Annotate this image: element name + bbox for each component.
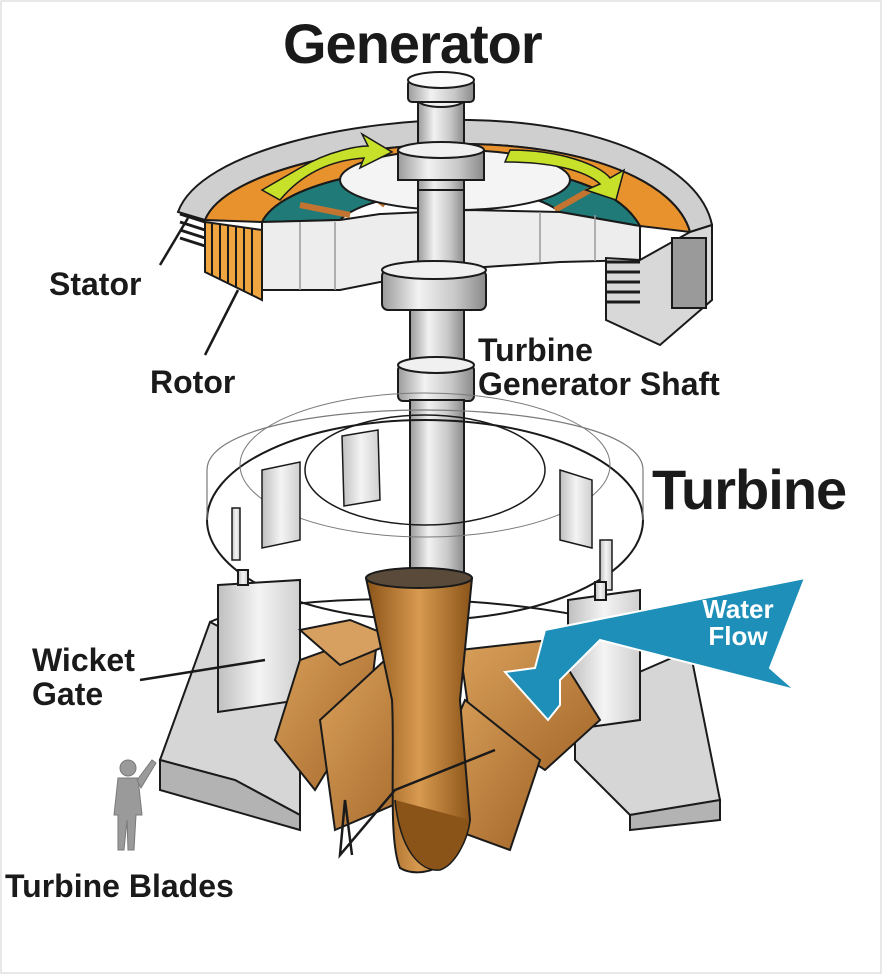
water-flow-arrow bbox=[502, 576, 807, 722]
turbine-generator-shaft bbox=[381, 71, 487, 601]
label-shaft-line1: Turbine bbox=[478, 332, 593, 368]
stator-terminal-box bbox=[671, 237, 707, 309]
wicket-gate-leader bbox=[139, 658, 266, 682]
label-water-line1: Water bbox=[702, 594, 774, 624]
label-water-flow: Water Flow bbox=[690, 594, 786, 652]
wicket-gate-vane bbox=[217, 578, 301, 714]
label-generator: Generator bbox=[283, 12, 543, 75]
rotor-leader bbox=[203, 289, 240, 356]
turbine-blade bbox=[297, 618, 403, 667]
label-wicket-line1: Wicket bbox=[32, 642, 135, 678]
label-rotor: Rotor bbox=[150, 364, 236, 400]
rotation-arrow-right bbox=[503, 149, 626, 201]
label-turbine-blades: Turbine Blades bbox=[5, 868, 234, 904]
stator-leader bbox=[158, 217, 190, 266]
label-wicket-line2: Gate bbox=[32, 676, 104, 712]
label-stator: Stator bbox=[49, 266, 142, 302]
label-water-line2: Flow bbox=[708, 621, 768, 652]
label-shaft-line2: Generator Shaft bbox=[478, 366, 720, 402]
wicket-gate-vanes-upper bbox=[231, 429, 613, 591]
rotor-poles bbox=[204, 220, 263, 302]
rotation-arrow-left bbox=[260, 132, 394, 201]
person-scale-figure bbox=[113, 759, 157, 851]
label-turbine: Turbine bbox=[652, 458, 847, 521]
leader-lines bbox=[139, 217, 496, 859]
turbine-blades-leader bbox=[338, 748, 496, 859]
turbine-runner bbox=[273, 567, 602, 874]
